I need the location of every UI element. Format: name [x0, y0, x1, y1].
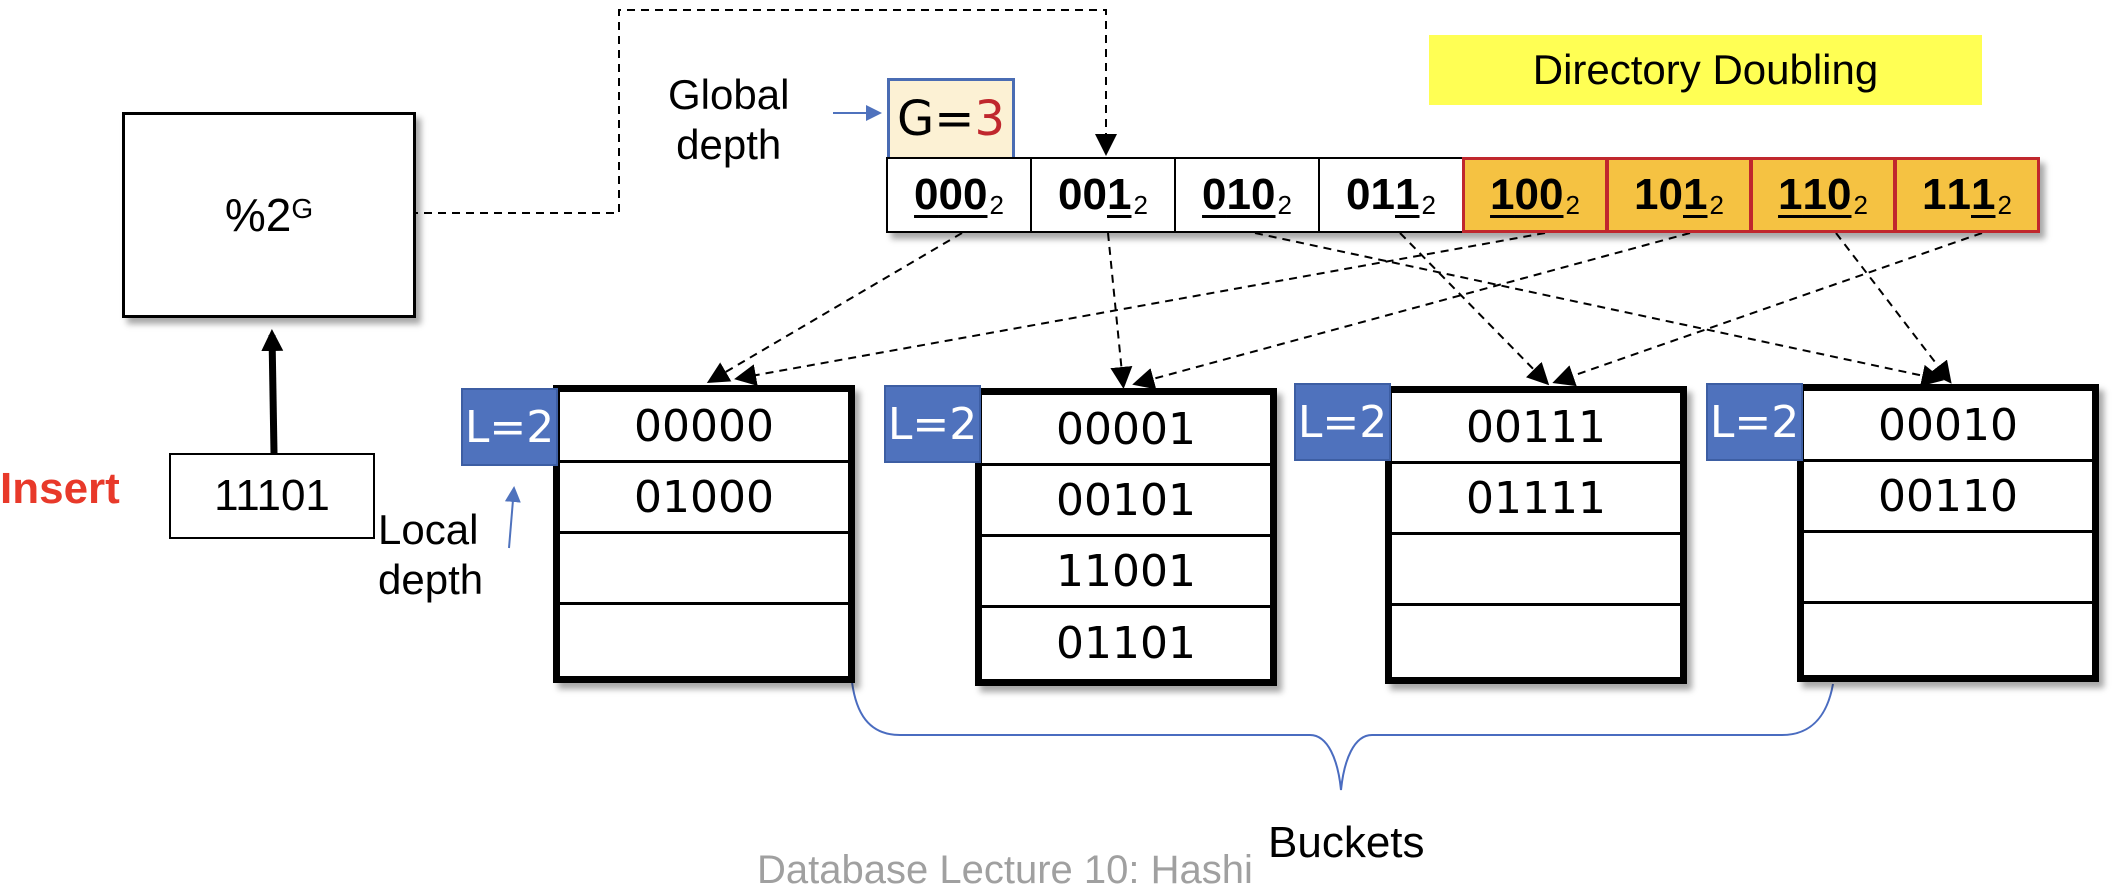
directory-bit: 0 [1539, 170, 1564, 219]
bucket-slot: 01000 [560, 463, 848, 534]
directory-pointer-arrow [1835, 232, 1952, 384]
directory-pointer-arrows [706, 232, 1983, 390]
global-depth-box: G=3 [887, 78, 1015, 160]
hash-function-text: %2 [224, 189, 292, 241]
binary-subscript: 2 [1709, 189, 1724, 220]
directory-bit: 0 [1514, 170, 1539, 219]
insert-arrow [261, 329, 284, 454]
directory-bit: 1 [1226, 170, 1251, 219]
global-depth-prefix: G= [897, 91, 975, 147]
directory-pointer-arrow [706, 232, 963, 384]
directory-pointer-arrow [1254, 232, 1944, 387]
global-depth-label-line1: Global [668, 71, 790, 118]
directory-bit: 0 [938, 170, 963, 219]
binary-subscript: 2 [1565, 189, 1580, 220]
directory-bit: 0 [963, 170, 988, 219]
insert-label: Insert [0, 464, 120, 513]
binary-subscript: 2 [1997, 189, 2012, 220]
binary-subscript: 2 [1853, 189, 1868, 220]
directory-pointer-arrow [1399, 232, 1550, 386]
insert-key-box: 11101 [169, 453, 375, 539]
buckets-brace [851, 681, 1834, 791]
directory-bit: 1 [1107, 170, 1132, 219]
binary-subscript: 2 [1133, 189, 1148, 220]
footer-text: Database Lecture 10: Hashi [757, 848, 1253, 892]
global-depth-value: 3 [974, 91, 1005, 147]
local-depth-label-line2: depth [378, 556, 484, 603]
bucket-slot [1804, 533, 2092, 604]
directory-bit: 0 [1251, 170, 1276, 219]
directory-bit: 1 [1370, 170, 1395, 219]
bucket-slot: 00110 [1804, 462, 2092, 533]
directory-pointer-arrow [734, 232, 1546, 386]
directory-bit: 0 [1827, 170, 1852, 219]
global-depth-label: Global depth [668, 70, 789, 170]
bucket-slot: 01111 [1392, 464, 1680, 535]
bucket-slot: 00101 [982, 466, 1270, 537]
directory-bit: 1 [1802, 170, 1827, 219]
binary-subscript: 2 [1421, 189, 1436, 220]
bucket-slot [560, 534, 848, 605]
local-depth-badge: L=2 [461, 388, 558, 466]
bucket-slot [1392, 606, 1680, 677]
directory-bit: 1 [1946, 170, 1971, 219]
bucket-slot: 00111 [1392, 393, 1680, 464]
binary-subscript: 2 [1277, 189, 1292, 220]
local-depth-label-line1: Local [378, 506, 479, 553]
directory-pointer-arrow [1107, 232, 1133, 389]
directory-bit: 0 [1202, 170, 1227, 219]
bucket-slot [1804, 604, 2092, 675]
directory-bit: 1 [1922, 170, 1947, 219]
directory-pointer-arrow [1132, 232, 1691, 390]
directory-bit: 1 [1971, 170, 1996, 219]
binary-subscript: 2 [989, 189, 1004, 220]
directory-bit: 0 [1658, 170, 1683, 219]
bucket-slot: 00001 [982, 395, 1270, 466]
directory-bit: 0 [1058, 170, 1083, 219]
local-depth-badge: L=2 [1294, 383, 1391, 461]
bucket-slot: 01101 [1056, 618, 1196, 669]
directory-bit: 0 [1082, 170, 1107, 219]
directory-bit: 1 [1490, 170, 1515, 219]
directory-bit: 1 [1634, 170, 1659, 219]
directory-bit: 0 [1346, 170, 1371, 219]
directory-doubling-banner: Directory Doubling [1429, 35, 1982, 105]
local-depth-badge: L=2 [884, 385, 981, 463]
local-depth-badge: L=2 [1706, 383, 1803, 461]
buckets-label: Buckets [1268, 818, 1425, 867]
bucket-slot: 00000 [560, 392, 848, 463]
bucket-slot: 00010 [1804, 391, 2092, 462]
directory-pointer-arrow [1552, 232, 1983, 387]
local-depth-label: Local depth [378, 505, 483, 605]
bucket-slot: 11001 [982, 537, 1270, 608]
bucket-slot [1392, 535, 1680, 606]
hash-function-exponent: G [291, 193, 314, 224]
directory-bit: 0 [914, 170, 939, 219]
directory-bit: 1 [1683, 170, 1708, 219]
global-depth-label-line2: depth [676, 121, 782, 168]
directory-bit: 1 [1778, 170, 1803, 219]
local-depth-arrow [504, 486, 521, 549]
bucket-slot [560, 605, 848, 676]
directory-bit: 1 [1395, 170, 1420, 219]
